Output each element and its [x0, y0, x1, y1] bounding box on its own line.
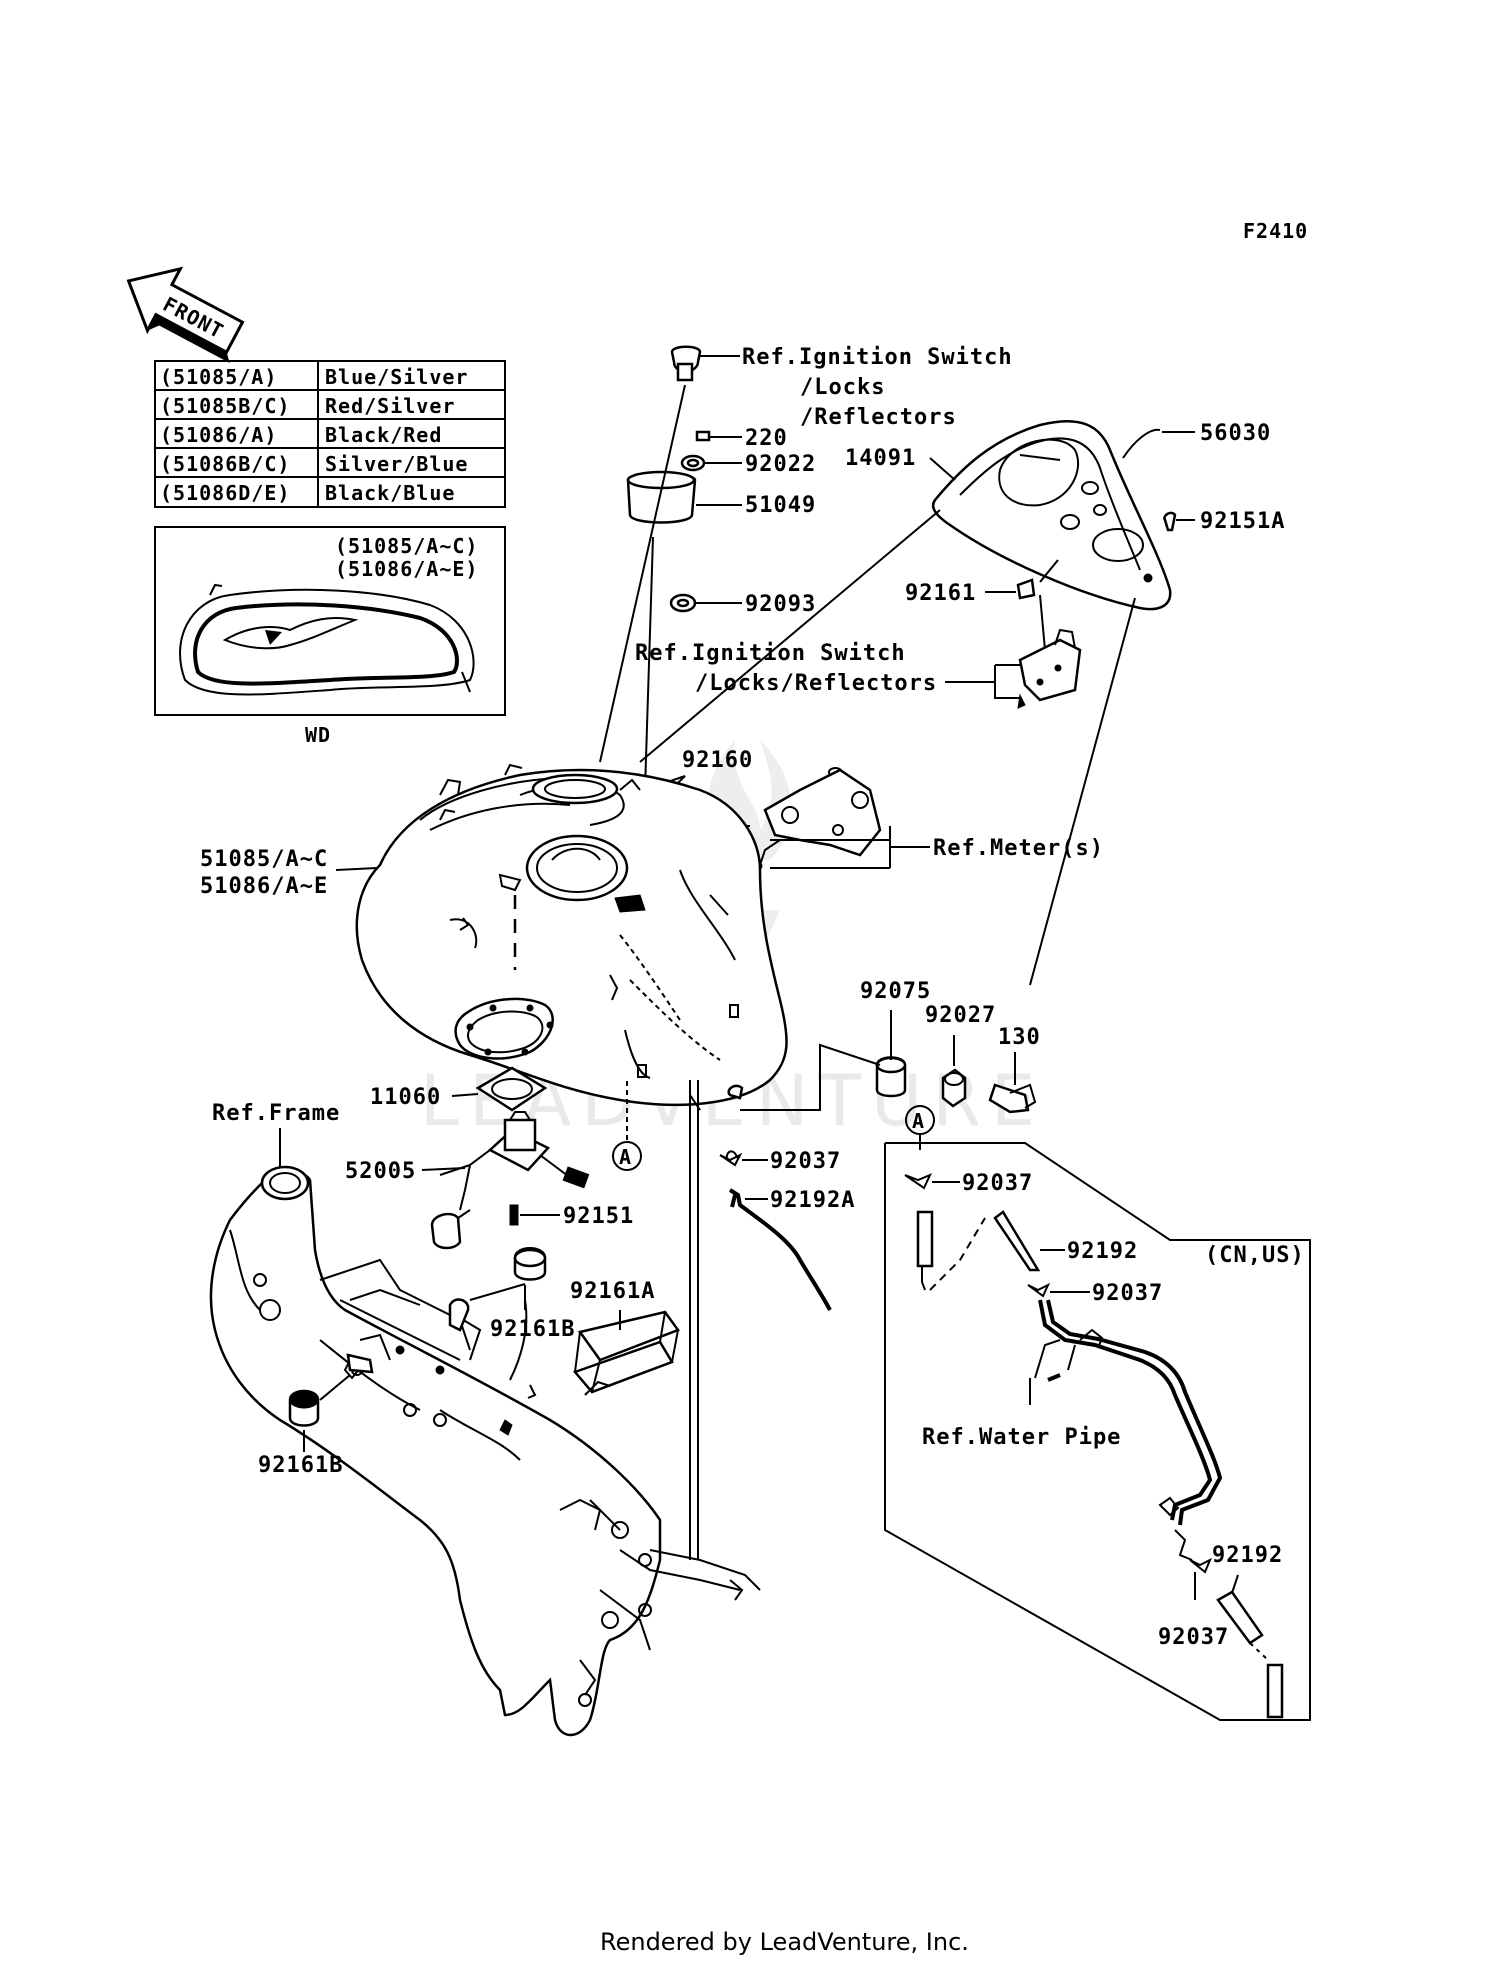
fuel-pump-part	[430, 1111, 590, 1250]
decal-inset: (51085/A~C) (51086/A~E) WD	[154, 526, 506, 747]
part-number-label: 92075	[860, 979, 931, 1004]
meter-bracket	[753, 767, 930, 871]
part-number-label: 92022	[745, 452, 816, 477]
part-number-label: 92161B	[490, 1317, 575, 1342]
meter-cover-part	[639, 420, 1195, 986]
gasket-plate	[451, 1066, 548, 1112]
damper-92161A	[572, 1310, 680, 1396]
table-row-code: (51086D/E)	[160, 481, 290, 505]
damper-92161B-top	[448, 1247, 547, 1332]
region-label: (CN,US)	[1205, 1243, 1305, 1268]
part-number-label: 92160	[682, 748, 753, 773]
inset-caption: WD	[305, 723, 331, 747]
part-number-label: 92027	[925, 1003, 996, 1028]
part-number-label: 92161B	[258, 1453, 343, 1478]
part-number-label: 92037	[1158, 1625, 1229, 1650]
ref-frame: Ref.Frame	[212, 1101, 340, 1126]
ref-ignition-top-line3: /Reflectors	[800, 405, 957, 430]
part-number-label: 92161	[905, 581, 976, 606]
part-number-label: 92093	[745, 592, 816, 617]
color-table: (51085/A) Blue/Silver (51085B/C) Red/Sil…	[154, 360, 506, 508]
ref-meters: Ref.Meter(s)	[933, 836, 1104, 861]
part-number-label: 51085/A~C	[200, 847, 328, 872]
ref-ignition-top-line1: Ref.Ignition Switch	[742, 345, 1013, 370]
part-number-label: 51049	[745, 493, 816, 518]
part-number-label: 92037	[770, 1149, 841, 1174]
part-number-label: 92037	[962, 1171, 1033, 1196]
ref-ignition-mid-line1: Ref.Ignition Switch	[635, 641, 906, 666]
gasket-11060	[454, 997, 554, 1060]
mount-parts	[740, 1010, 1037, 1114]
table-row-color: Black/Blue	[325, 481, 455, 505]
inset-line-1: (51085/A~C)	[335, 534, 478, 558]
part-number-label: 92192	[1067, 1239, 1138, 1264]
part-number-label: 56030	[1200, 421, 1271, 446]
table-row-color: Red/Silver	[325, 394, 455, 418]
ref-ignition-mid-line2: /Locks/Reflectors	[695, 671, 937, 696]
ref-water-pipe: Ref.Water Pipe	[922, 1425, 1121, 1450]
figure-code: F2410	[1243, 219, 1308, 243]
table-row-code: (51085B/C)	[160, 394, 290, 418]
part-number-label: 11060	[370, 1085, 441, 1110]
ignition-bracket	[945, 628, 1082, 709]
connector-marker-text: A	[619, 1145, 632, 1169]
table-row-code: (51085/A)	[160, 365, 277, 389]
part-number-label: 51086/A~E	[200, 874, 328, 899]
front-arrow-icon: FRONT	[126, 266, 245, 364]
inset-line-2: (51086/A~E)	[335, 557, 478, 581]
part-number-label: 130	[998, 1025, 1041, 1050]
part-number-label: 14091	[845, 446, 916, 471]
table-row-color: Blue/Silver	[325, 365, 468, 389]
table-row-code: (51086/A)	[160, 423, 277, 447]
fuel-tank-part	[355, 763, 788, 1111]
table-row-color: Black/Red	[325, 423, 442, 447]
part-number-label: 92192	[1212, 1543, 1283, 1568]
ref-ignition-top-line2: /Locks	[800, 375, 885, 400]
part-number-label: 52005	[345, 1159, 416, 1184]
tank-decal-outline	[179, 583, 475, 696]
part-number-label: 92151	[563, 1204, 634, 1229]
footer-credit: Rendered by LeadVenture, Inc.	[600, 1928, 969, 1956]
region-inset	[884, 1105, 1311, 1721]
grommet-92161	[985, 559, 1059, 651]
part-number-label: 92192A	[770, 1188, 855, 1213]
part-number-label: 220	[745, 426, 788, 451]
part-number-label: 92151A	[1200, 509, 1285, 534]
drain-hose-part	[689, 1080, 832, 1560]
table-row-color: Silver/Blue	[325, 452, 468, 476]
water-hose-assembly	[904, 1173, 1284, 1719]
filler-cap-group	[599, 345, 742, 791]
part-number-label: 92161A	[570, 1279, 655, 1304]
frame-part	[209, 1128, 761, 1737]
part-number-label: 92037	[1092, 1281, 1163, 1306]
connector-marker-text: A	[912, 1109, 925, 1133]
damper-92161B-bottom	[288, 1353, 374, 1452]
connector-marker-a-left: A	[612, 1080, 642, 1171]
table-row-code: (51086B/C)	[160, 452, 290, 476]
